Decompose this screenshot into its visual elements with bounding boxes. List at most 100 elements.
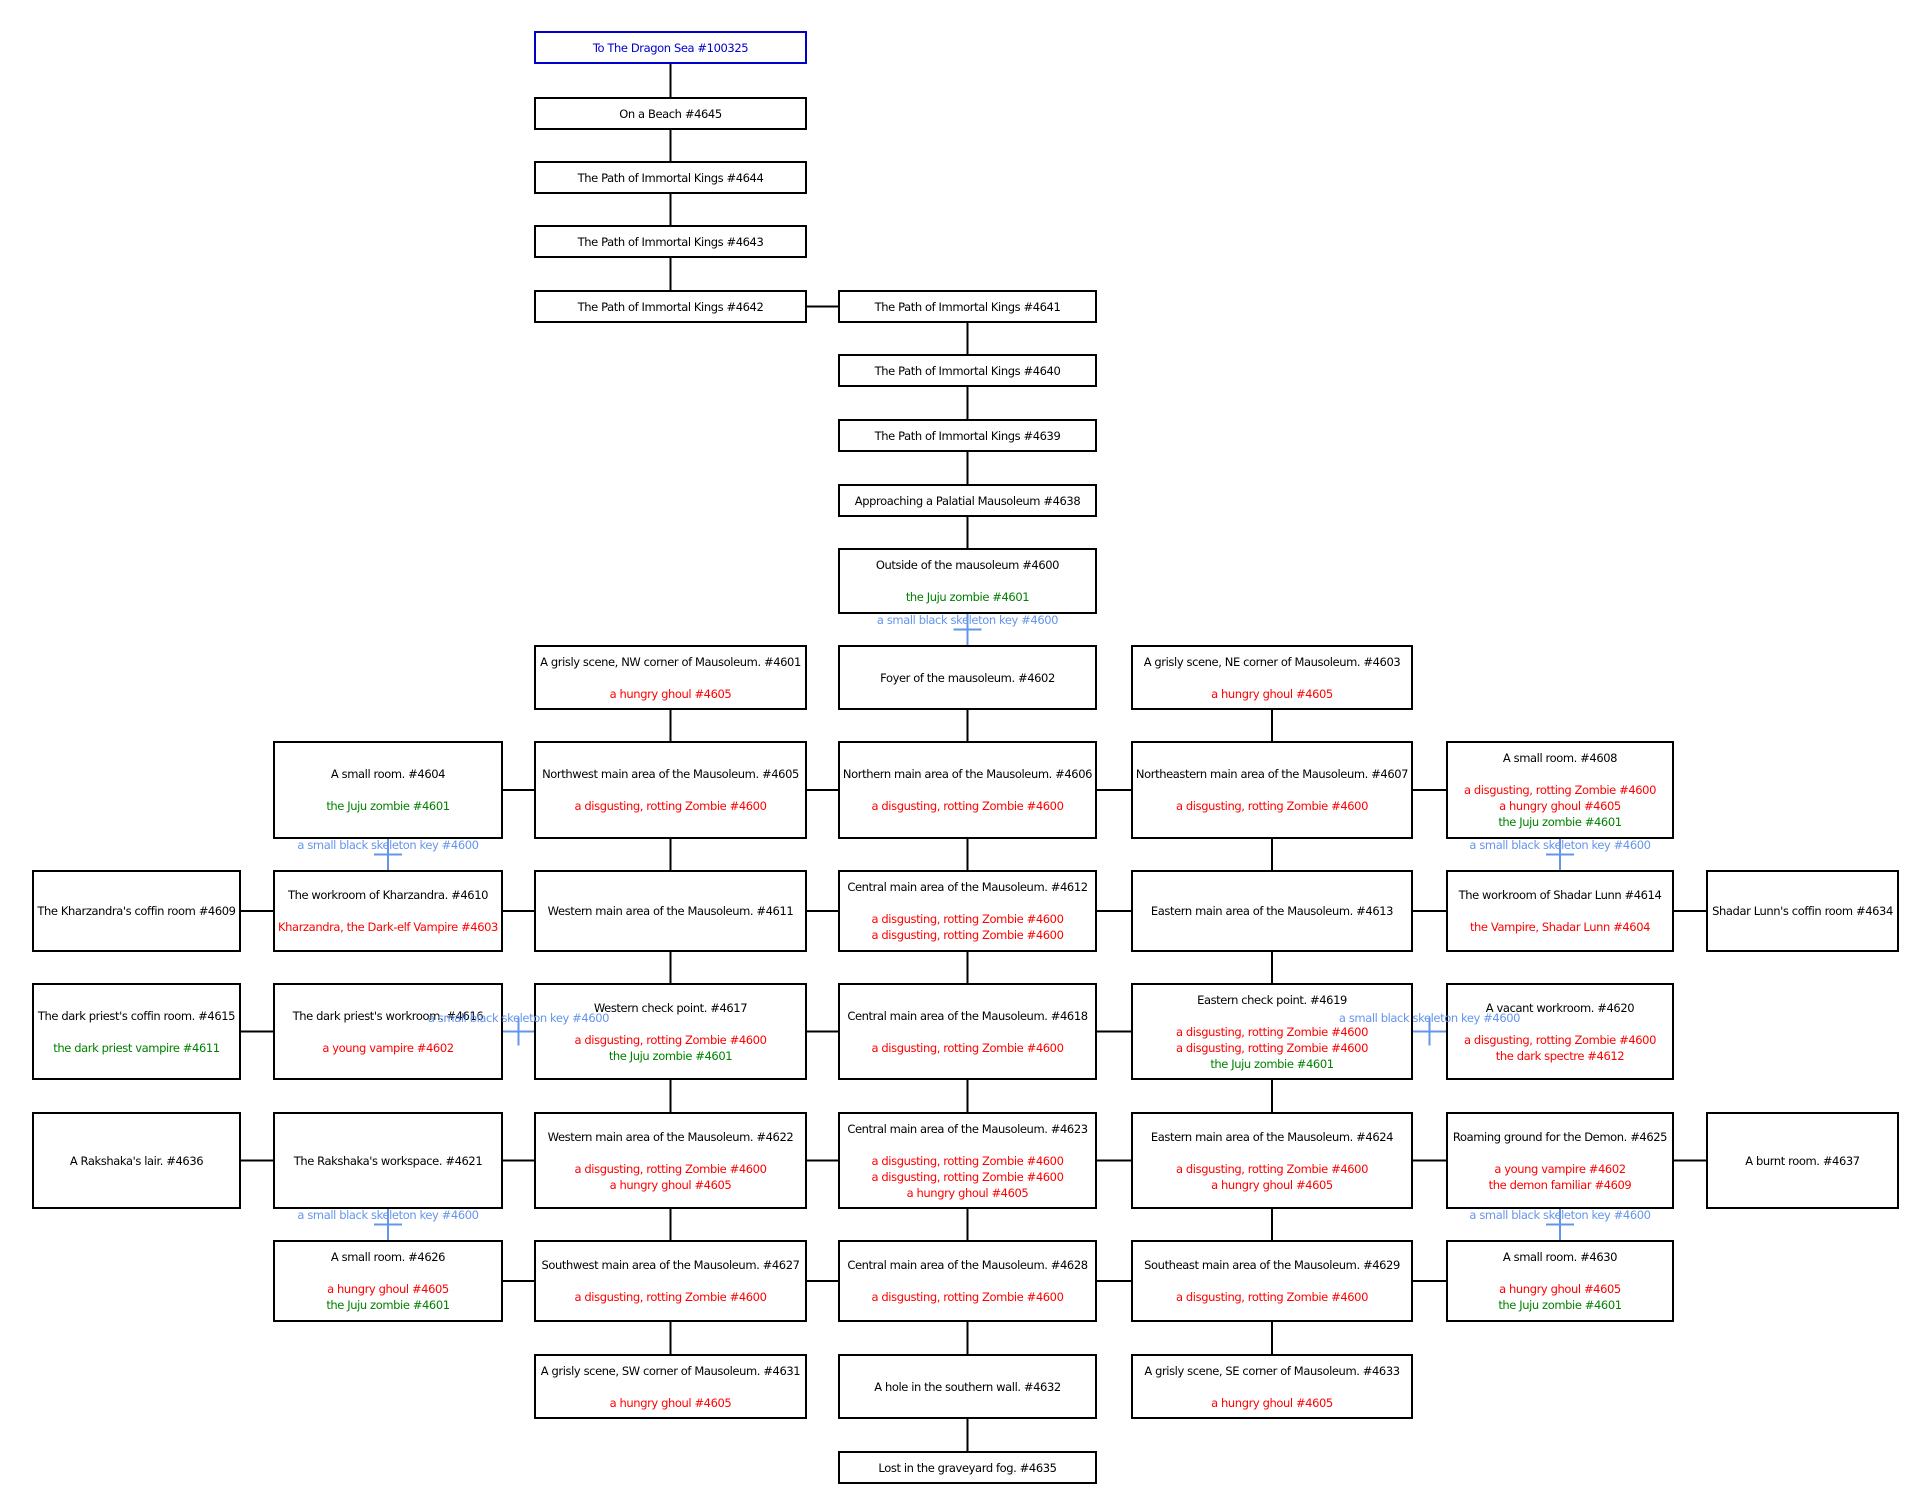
- room-box[interactable]: Eastern main area of the Mausoleum. #461…: [1131, 870, 1413, 952]
- aggressive-mob-label: a young vampire #4602: [1494, 1161, 1626, 1176]
- aggressive-mob-label: a disgusting, rotting Zombie #4600: [1176, 1040, 1368, 1055]
- room-title: The Path of Immortal Kings #4639: [874, 428, 1061, 443]
- aggressive-mob-label: the demon familiar #4609: [1488, 1177, 1632, 1192]
- room-box[interactable]: Northern main area of the Mausoleum. #46…: [838, 741, 1097, 839]
- aggressive-mob-label: a hungry ghoul #4605: [1499, 799, 1621, 813]
- passive-mob-label: the Juju zombie #4601: [1498, 1298, 1622, 1312]
- aggressive-mob-label: a hungry ghoul #4605: [327, 1282, 449, 1296]
- room-box[interactable]: The Kharzandra's coffin room #4609: [32, 870, 241, 952]
- room-title: A Rakshaka's lair. #4636: [69, 1153, 204, 1168]
- room-box[interactable]: Western main area of the Mausoleum. #462…: [534, 1112, 807, 1209]
- room-title: Northeastern main area of the Mausoleum.…: [1135, 767, 1409, 781]
- room-box[interactable]: Central main area of the Mausoleum. #462…: [838, 1112, 1097, 1209]
- aggressive-mob-label: a hungry ghoul #4605: [1211, 1177, 1333, 1192]
- aggressive-mob-label: a disgusting, rotting Zombie #4600: [1464, 1032, 1656, 1047]
- room-box[interactable]: Eastern main area of the Mausoleum. #462…: [1131, 1112, 1413, 1209]
- passive-mob-label: the Juju zombie #4601: [608, 1048, 733, 1063]
- aggressive-mob-label: a disgusting, rotting Zombie #4600: [574, 1290, 767, 1304]
- room-box[interactable]: A grisly scene, SE corner of Mausoleum. …: [1131, 1354, 1413, 1419]
- room-title: Approaching a Palatial Mausoleum #4638: [854, 493, 1081, 508]
- room-box[interactable]: Central main area of the Mausoleum. #462…: [838, 1240, 1097, 1322]
- passive-mob-label: the Juju zombie #4601: [326, 799, 450, 813]
- room-box[interactable]: Northwest main area of the Mausoleum. #4…: [534, 741, 807, 839]
- room-box[interactable]: A Rakshaka's lair. #4636: [32, 1112, 241, 1209]
- aggressive-mob-label: a disgusting, rotting Zombie #4600: [1176, 1290, 1368, 1304]
- room-box[interactable]: Central main area of the Mausoleum. #461…: [838, 983, 1097, 1080]
- room-title: A grisly scene, SW corner of Mausoleum. …: [540, 1363, 801, 1378]
- aggressive-mob-label: a hungry ghoul #4605: [1211, 1395, 1333, 1410]
- room-box[interactable]: A small room. #4626 a hungry ghoul #4605 t…: [273, 1240, 503, 1322]
- room-box[interactable]: Northeastern main area of the Mausoleum.…: [1131, 741, 1413, 839]
- room-box[interactable]: Western main area of the Mausoleum. #461…: [534, 870, 807, 952]
- aggressive-mob-label: a disgusting, rotting Zombie #4600: [871, 799, 1064, 813]
- room-title: Eastern check point. #4619: [1197, 992, 1347, 1007]
- room-title: A grisly scene, NE corner of Mausoleum. …: [1143, 654, 1401, 669]
- door-key-label: a small black skeleton key #4600: [297, 1208, 479, 1222]
- door-key-label: a small black skeleton key #4600: [427, 1010, 610, 1025]
- room-box[interactable]: The Rakshaka's workspace. #4621: [273, 1112, 503, 1209]
- room-box[interactable]: A grisly scene, NW corner of Mausoleum. …: [534, 645, 807, 710]
- room-box[interactable]: A burnt room. #4637: [1706, 1112, 1899, 1209]
- aggressive-mob-label: a disgusting, rotting Zombie #4600: [871, 912, 1064, 926]
- room-box[interactable]: Central main area of the Mausoleum. #461…: [838, 870, 1097, 952]
- room-box[interactable]: Southeast main area of the Mausoleum. #4…: [1131, 1240, 1413, 1322]
- room-title: Southeast main area of the Mausoleum. #4…: [1144, 1258, 1400, 1272]
- aggressive-mob-label: a disgusting, rotting Zombie #4600: [871, 1290, 1064, 1304]
- room-title: A hole in the southern wall. #4632: [874, 1379, 1061, 1394]
- aggressive-mob-label: a disgusting, rotting Zombie #4600: [574, 1032, 767, 1047]
- door-key-label: a small black skeleton key #4600: [1338, 1010, 1521, 1025]
- room-box[interactable]: Shadar Lunn's coffin room #4634: [1706, 870, 1899, 952]
- room-title: The dark priest's workroom. #4616: [292, 1008, 484, 1023]
- room-box[interactable]: Approaching a Palatial Mausoleum #4638: [838, 484, 1097, 517]
- door-key-label: a small black skeleton key #4600: [1469, 838, 1651, 852]
- room-box[interactable]: The Path of Immortal Kings #4641: [838, 290, 1097, 323]
- room-title: On a Beach #4645: [619, 106, 722, 121]
- aggressive-mob-label: a disgusting, rotting Zombie #4600: [871, 928, 1064, 942]
- room-title: A small room. #4630: [1502, 1250, 1618, 1264]
- room-title: Northwest main area of the Mausoleum. #4…: [542, 767, 799, 781]
- room-title: The workroom of Kharzandra. #4610: [287, 888, 489, 902]
- room-title: Central main area of the Mausoleum. #461…: [847, 1008, 1088, 1023]
- passive-mob-label: the dark priest vampire #4611: [53, 1040, 220, 1055]
- passive-mob-label: the Juju zombie #4601: [326, 1298, 450, 1312]
- room-title: Northern main area of the Mausoleum. #46…: [842, 767, 1093, 781]
- aggressive-mob-label: a disgusting, rotting Zombie #4600: [871, 1040, 1064, 1055]
- room-box[interactable]: A hole in the southern wall. #4632: [838, 1354, 1097, 1419]
- room-box[interactable]: The Path of Immortal Kings #4640: [838, 354, 1097, 387]
- room-title: Outside of the mausoleum #4600: [875, 558, 1060, 572]
- room-box[interactable]: Eastern check point. #4619 a disgusting, …: [1131, 983, 1413, 1080]
- room-box[interactable]: The Path of Immortal Kings #4644: [534, 161, 807, 194]
- room-box[interactable]: Lost in the graveyard fog. #4635: [838, 1451, 1097, 1484]
- room-box[interactable]: A grisly scene, NE corner of Mausoleum. …: [1131, 645, 1413, 710]
- room-box[interactable]: Southwest main area of the Mausoleum. #4…: [534, 1240, 807, 1322]
- zone-exit-room[interactable]: To The Dragon Sea #100325: [534, 31, 807, 64]
- room-title: Central main area of the Mausoleum. #461…: [847, 880, 1088, 894]
- room-box[interactable]: Foyer of the mausoleum. #4602: [838, 645, 1097, 710]
- room-box[interactable]: On a Beach #4645: [534, 97, 807, 130]
- room-title: Western main area of the Mausoleum. #462…: [547, 1129, 794, 1144]
- aggressive-mob-label: a disgusting, rotting Zombie #4600: [871, 1153, 1064, 1168]
- room-box[interactable]: A grisly scene, SW corner of Mausoleum. …: [534, 1354, 807, 1419]
- aggressive-mob-label: a young vampire #4602: [322, 1040, 454, 1055]
- room-box[interactable]: The Path of Immortal Kings #4643: [534, 225, 807, 258]
- room-title: Eastern main area of the Mausoleum. #462…: [1150, 1129, 1394, 1144]
- room-box[interactable]: The Path of Immortal Kings #4639: [838, 419, 1097, 452]
- aggressive-mob-label: a disgusting, rotting Zombie #4600: [1176, 1161, 1368, 1176]
- room-title: A small room. #4604: [330, 767, 446, 781]
- room-title: A small room. #4626: [330, 1250, 446, 1264]
- room-title: To The Dragon Sea #100325: [592, 40, 749, 55]
- room-box[interactable]: The dark priest's workroom. #4616 a young…: [273, 983, 503, 1080]
- room-box[interactable]: The Path of Immortal Kings #4642: [534, 290, 807, 323]
- door-key-label: a small black skeleton key #4600: [297, 838, 479, 852]
- room-box[interactable]: A small room. #4604 the Juju zombie #4601: [273, 741, 503, 839]
